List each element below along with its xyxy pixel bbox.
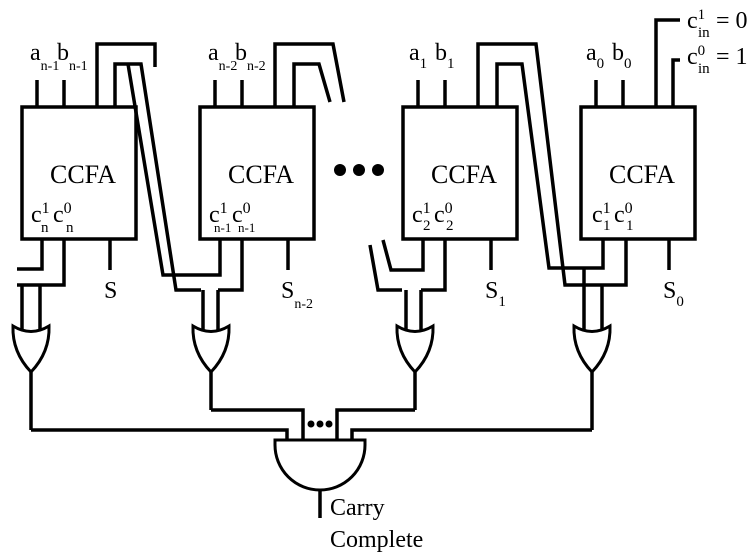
carry-in-0-label: c0 <box>687 43 705 70</box>
carry-in-wire-outer <box>126 63 198 277</box>
carry-1-sub: 2 <box>423 218 431 234</box>
ccfa-box <box>401 105 519 241</box>
carry-1-out-wire <box>584 239 605 270</box>
carry-chain-wire-outer <box>476 42 604 287</box>
carry-0-out-wire <box>17 239 66 287</box>
or-gate-1 <box>11 285 51 430</box>
carry-chain-wire-inner <box>292 62 332 107</box>
ccfa-label: CCFA <box>50 160 116 189</box>
sum-label: S1 <box>485 278 506 310</box>
or-gate-2 <box>191 290 231 410</box>
input-a-label: a1 <box>409 40 427 72</box>
ellipsis-dots <box>334 164 384 176</box>
ccfa-box <box>20 105 138 241</box>
input-a-label: an-1 <box>30 40 59 74</box>
input-b-label: b0 <box>612 40 632 72</box>
or-gate-4 <box>572 268 612 430</box>
carry-0-sub: 2 <box>446 218 454 234</box>
ccfa-box <box>198 105 316 241</box>
carry-chain-wire-outer <box>95 42 157 107</box>
carry-in-wire-inner <box>381 239 402 272</box>
sum-label: Sn-2 <box>281 278 313 312</box>
carry-0-out-wire <box>604 239 628 287</box>
ccfa-block-n-2: CCFA an-2 bn-2 c1 n-1 c0 n-1 Sn-2 <box>126 40 346 312</box>
carry-1-label: c1 <box>31 200 50 228</box>
carry-in-wire-outer <box>368 244 402 292</box>
carry-0-sub: n-1 <box>238 220 255 235</box>
carry-chain-wire-inner <box>113 62 201 292</box>
carry-1-label: c1 <box>412 200 431 228</box>
carry-1-sub: n-1 <box>214 220 231 235</box>
and-input-wires <box>31 408 592 440</box>
carry-in-0-value: = 1 <box>716 44 748 70</box>
carry-in-1-value: = 0 <box>716 8 748 34</box>
carry-1-out-wire <box>17 239 44 271</box>
ccfa-block-n-1: CCFA an-1 bn-1 c1 n c0 n S <box>17 40 201 304</box>
input-b-label: bn-2 <box>235 40 266 74</box>
carry-1-sub: 1 <box>603 218 611 234</box>
carry-1-label: c1 <box>209 200 228 228</box>
ccfa-box <box>579 105 697 241</box>
sum-label: S <box>104 278 117 304</box>
input-a-label: an-2 <box>208 40 237 74</box>
carry-in-0-wire <box>671 58 680 107</box>
carry-chain-wire-inner <box>495 62 584 270</box>
carry-1-out-wire <box>402 239 425 272</box>
carry-1-label: c1 <box>592 200 611 228</box>
carry-0-label: c0 <box>434 200 453 228</box>
carry-0-label: c0 <box>614 200 633 228</box>
input-a-label: a0 <box>586 40 604 72</box>
carry-in-0-sub: in <box>698 61 710 77</box>
carry-0-label: c0 <box>232 200 251 228</box>
or-gate-3 <box>395 290 435 410</box>
carry-in-1-wire <box>654 18 680 107</box>
and-gate <box>273 438 367 518</box>
carry-1-out-wire <box>198 239 222 277</box>
ccfa-label: CCFA <box>228 160 294 189</box>
input-b-label: bn-1 <box>57 40 88 74</box>
input-b-label: b1 <box>435 40 455 72</box>
and-ellipsis-dots <box>307 420 333 428</box>
ccfa-label: CCFA <box>609 160 675 189</box>
carry-1-sub: n <box>41 220 49 236</box>
carry-0-label: c0 <box>53 200 72 228</box>
carry-complete-label-line2: Complete <box>330 527 423 553</box>
sum-label: S0 <box>663 278 684 310</box>
carry-0-out-wire <box>218 239 244 292</box>
carry-in-1-sub: in <box>698 25 710 41</box>
ccfa-block-1: CCFA a1 b1 c1 2 c0 2 S1 <box>368 40 604 310</box>
carry-complete-label-line1: Carry <box>330 495 385 521</box>
ccfa-block-0: CCFA a0 b0 c1 1 c0 1 S0 c1 in = 0 c0 in … <box>579 7 748 310</box>
carry-in-1-label: c1 <box>687 7 705 34</box>
carry-0-sub: n <box>66 220 74 236</box>
carry-chain-wire-outer <box>273 42 346 107</box>
carry-0-out-wire <box>421 239 447 292</box>
carry-0-sub: 1 <box>626 218 634 234</box>
ccfa-label: CCFA <box>431 160 497 189</box>
